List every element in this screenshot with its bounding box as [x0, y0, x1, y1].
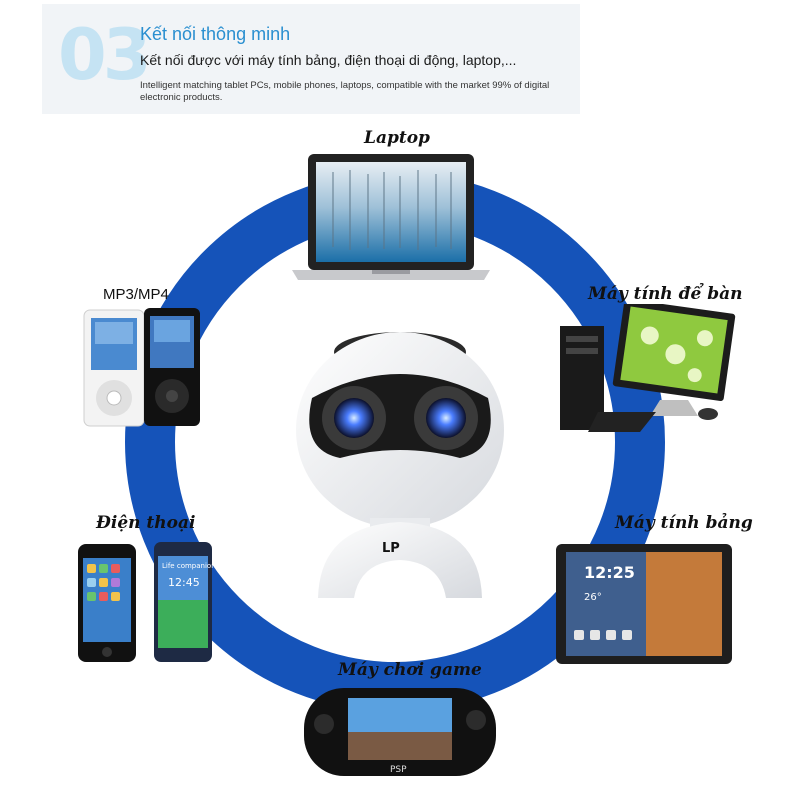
label-phone: Điện thoại [96, 513, 196, 533]
brand-logo: LP [382, 541, 400, 556]
section-description: Intelligent matching tablet PCs, mobile … [140, 80, 550, 103]
laptop-image [292, 154, 490, 280]
label-game-console: Máy chơi game [338, 660, 482, 680]
tablet-image: 12:25 26° [556, 544, 732, 664]
label-laptop: Laptop [364, 128, 430, 148]
label-desktop: Máy tính để bàn [588, 284, 743, 304]
desktop-computer-image [560, 304, 736, 432]
robot-speaker-image: LP [296, 332, 504, 598]
psp-brand: PSP [390, 765, 407, 775]
tablet-temperature: 26° [584, 592, 602, 603]
label-mp3: MP3/MP4 [103, 286, 169, 303]
game-console-image: PSP [304, 688, 496, 776]
phone-caption: Life companion [162, 562, 216, 570]
section-subtitle: Kết nối được với máy tính bảng, điện tho… [140, 52, 517, 68]
phone-time: 12:45 [168, 576, 200, 589]
section-title: Kết nối thông minh [140, 24, 291, 44]
section-number: 03 [58, 14, 151, 96]
phone-image: Life companion 12:45 [78, 542, 216, 662]
header: 03 Kết nối thông minh Kết nối được với m… [0, 0, 790, 118]
header-panel [42, 4, 580, 114]
tablet-time: 12:25 [584, 563, 635, 582]
label-tablet: Máy tính bảng [615, 513, 753, 533]
mp3-player-image [83, 308, 200, 427]
